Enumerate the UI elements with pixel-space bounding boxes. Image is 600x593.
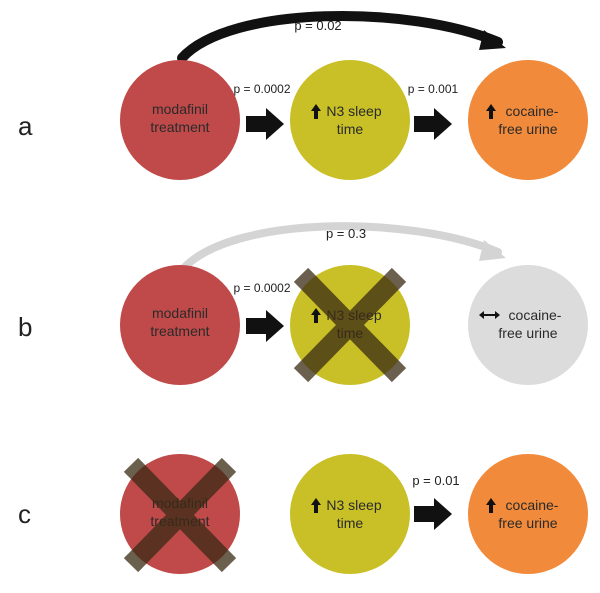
- p-value-a-2-3: p = 0.001: [408, 82, 459, 96]
- up-arrow-icon: [486, 104, 496, 119]
- node-cocaine-free-b-line2: free urine: [498, 325, 557, 341]
- up-arrow-icon: [486, 498, 496, 513]
- p-value-c-2-3: p = 0.01: [412, 473, 459, 488]
- p-value-b-direct: p = 0.3: [326, 226, 366, 241]
- node-cocaine-free-c: [468, 454, 588, 574]
- curved-arrow-a: [177, 11, 503, 63]
- node-cocaine-free-c-line1: cocaine-: [506, 497, 559, 513]
- panel-label-b: b: [18, 312, 32, 342]
- p-value-b-1-2: p = 0.0002: [233, 281, 290, 295]
- node-n3-sleep-a-line2: time: [337, 121, 364, 137]
- node-n3-sleep-a-line1: N3 sleep: [326, 103, 381, 119]
- node-cocaine-free-c-line2: free urine: [498, 515, 557, 531]
- node-modafinil-b-line1: modafinil: [152, 305, 208, 321]
- p-value-a-1-2: p = 0.0002: [233, 82, 290, 96]
- node-n3-sleep-c: [290, 454, 410, 574]
- node-n3-sleep-c-line2: time: [337, 515, 364, 531]
- arrow-a-2-3: [414, 108, 452, 140]
- node-modafinil-a: [120, 60, 240, 180]
- up-arrow-icon: [311, 104, 321, 119]
- node-modafinil-a-line1: modafinil: [152, 101, 208, 117]
- curved-arrowhead-b: [479, 240, 506, 261]
- arrow-b-1-2: [246, 310, 284, 342]
- node-modafinil-b-line2: treatment: [150, 323, 209, 339]
- node-cocaine-free-b: [468, 265, 588, 385]
- node-cocaine-free-b-line1: cocaine-: [509, 307, 562, 323]
- cross-mark-icon: [123, 457, 237, 573]
- up-arrow-icon: [311, 308, 321, 323]
- arrow-c-2-3: [414, 498, 452, 530]
- node-cocaine-free-a: [468, 60, 588, 180]
- curved-arrow-b: [178, 222, 502, 274]
- left-right-arrow-icon: [479, 311, 500, 319]
- arrow-a-1-2: [246, 108, 284, 140]
- panel-c: c modafinil treatment N3 sleep time coca…: [18, 454, 588, 574]
- panel-label-c: c: [18, 499, 31, 529]
- node-n3-sleep-a: [290, 60, 410, 180]
- panel-a: a p = 0.02 modafinil treatment N3 sleep …: [18, 11, 588, 180]
- p-value-a-direct: p = 0.02: [294, 18, 341, 33]
- cross-mark-icon: [293, 267, 407, 383]
- node-cocaine-free-a-line1: cocaine-: [506, 103, 559, 119]
- panel-b: b p = 0.3 modafinil treatment N3 sleep t…: [18, 222, 588, 385]
- node-n3-sleep-c-line1: N3 sleep: [326, 497, 381, 513]
- node-cocaine-free-a-line2: free urine: [498, 121, 557, 137]
- node-modafinil-a-line2: treatment: [150, 119, 209, 135]
- curved-arrowhead-a: [479, 30, 506, 50]
- node-modafinil-b: [120, 265, 240, 385]
- up-arrow-icon: [311, 498, 321, 513]
- panel-label-a: a: [18, 111, 33, 141]
